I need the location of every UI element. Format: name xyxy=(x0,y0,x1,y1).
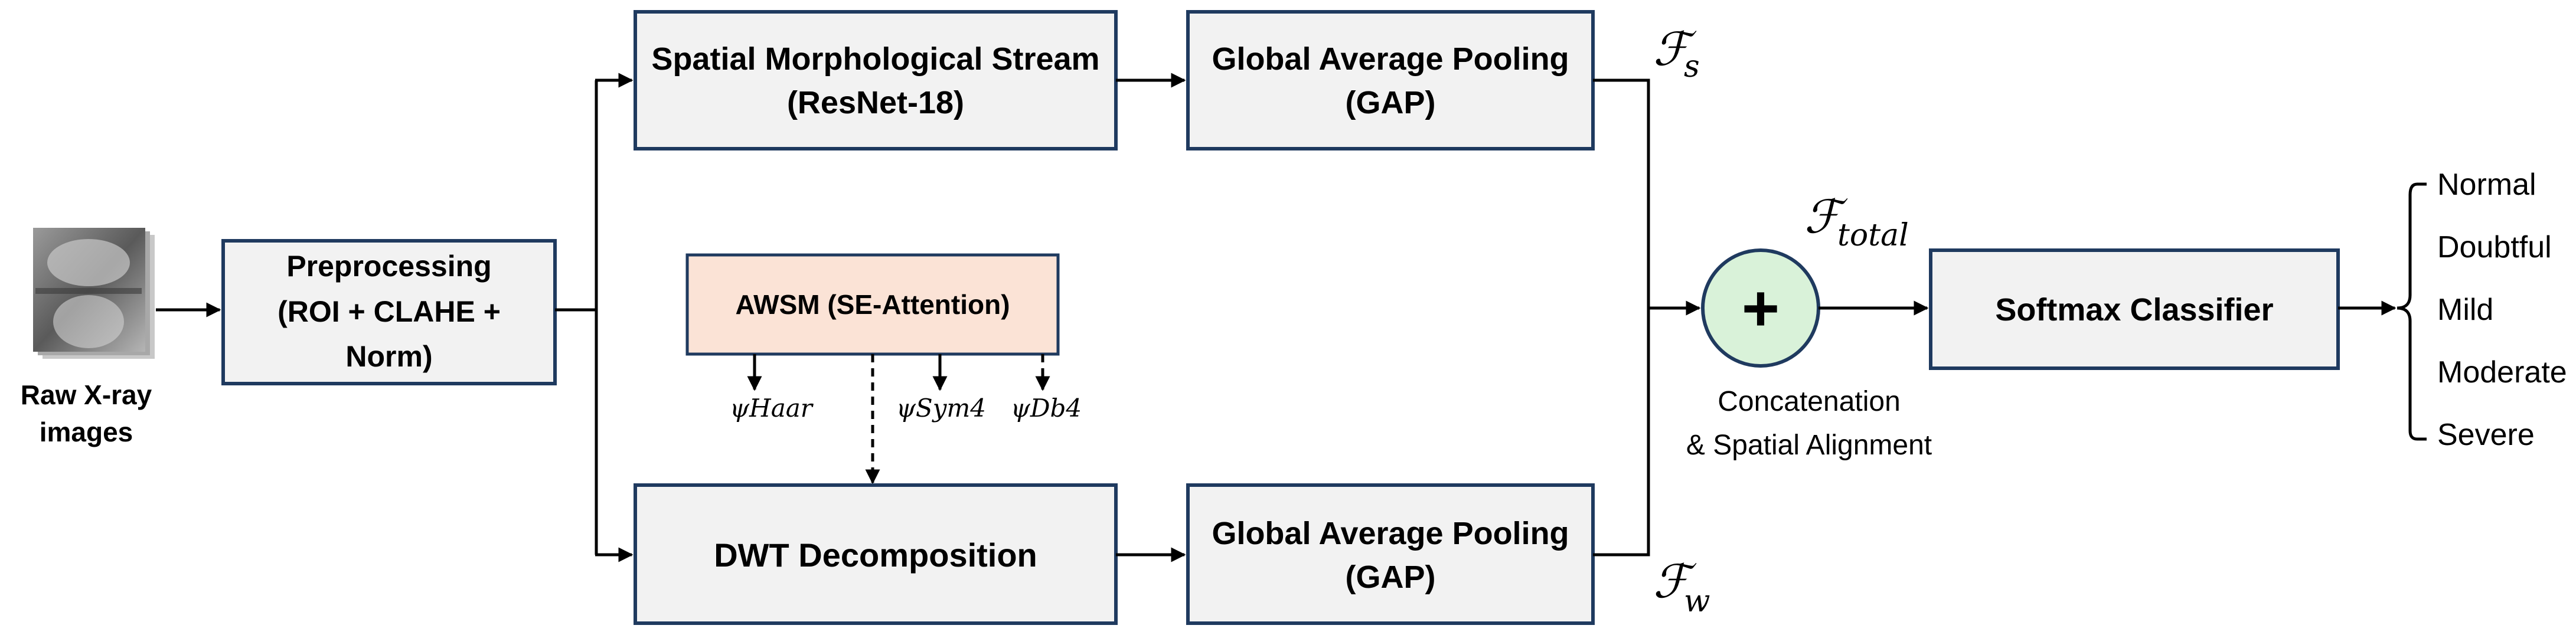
class-label-doubtful: Doubtful xyxy=(2437,230,2552,264)
spatial-stream-line2: (ResNet-18) xyxy=(787,85,964,120)
gap-bottom-box xyxy=(1186,483,1595,625)
class-label-moderate: Moderate xyxy=(2437,355,2567,389)
preprocessing-line2: (ROI + CLAHE + xyxy=(277,295,501,328)
gap-bottom-line1: Global Average Pooling xyxy=(1212,516,1569,551)
wavelet-sym4-label: ψSym4 xyxy=(896,394,986,423)
wavelet-haar-label: ψHaar xyxy=(730,394,814,423)
gap-top-line2: (GAP) xyxy=(1346,85,1436,120)
fusion-plus-icon: + xyxy=(1742,272,1780,345)
merge-bracket xyxy=(1593,78,1650,557)
awsm-label: AWSM (SE-Attention) xyxy=(735,289,1010,320)
dwt-label: DWT Decomposition xyxy=(714,536,1037,574)
xray-image-stack xyxy=(33,228,155,359)
class-label-normal: Normal xyxy=(2437,168,2536,202)
class-label-mild: Mild xyxy=(2437,293,2493,327)
preprocessing-line3: Norm) xyxy=(345,340,432,373)
gap-bottom-line2: (GAP) xyxy=(1346,559,1436,595)
feature-fs-subscript: s xyxy=(1684,49,1700,84)
input-label-line2: images xyxy=(40,417,133,447)
softmax-classifier-label: Softmax Classifier xyxy=(1995,292,2273,328)
fusion-caption-line1: Concatenation xyxy=(1718,386,1901,417)
input-label-line1: Raw X-ray xyxy=(21,379,152,410)
wavelet-db4-label: ψDb4 xyxy=(1011,394,1082,423)
preprocessing-line1: Preprocessing xyxy=(286,250,491,283)
preprocessing-box xyxy=(221,239,557,385)
class-label-severe: Severe xyxy=(2437,418,2535,452)
feature-fw-subscript: w xyxy=(1684,584,1710,619)
fusion-caption-line2: & Spatial Alignment xyxy=(1686,430,1932,461)
gap-top-line1: Global Average Pooling xyxy=(1212,41,1569,77)
classes-brace xyxy=(2397,182,2427,441)
dwt-box xyxy=(634,483,1118,625)
spatial-stream-box xyxy=(634,10,1118,150)
awsm-box xyxy=(685,253,1060,356)
feature-ftotal-subscript: total xyxy=(1837,218,1909,253)
spatial-stream-line1: Spatial Morphological Stream xyxy=(651,41,1099,77)
gap-top-box xyxy=(1186,10,1595,150)
